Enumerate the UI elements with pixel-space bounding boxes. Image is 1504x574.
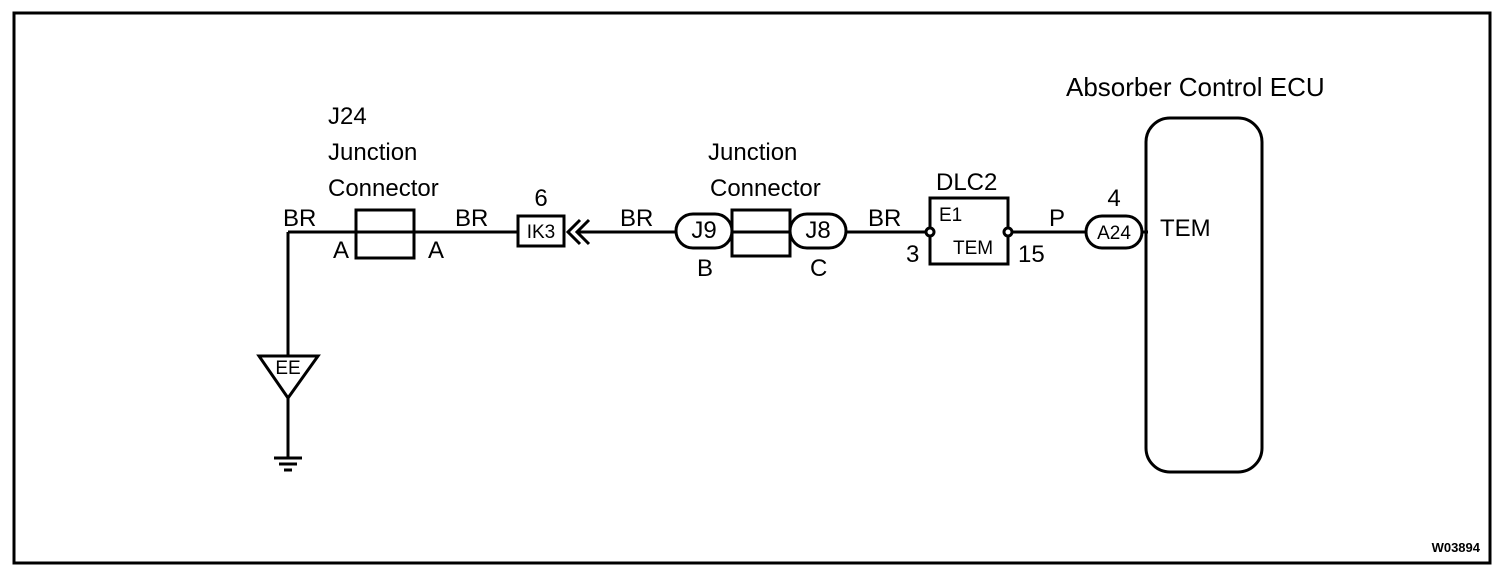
dlc2-pin-right: 15 [1018, 241, 1045, 268]
diagram-frame [12, 11, 1492, 565]
wire-label-p: P [1049, 205, 1065, 232]
wire-label-br-2: BR [455, 205, 488, 232]
ground-point-label: EE [275, 358, 300, 379]
junction-name-line2: Connector [710, 175, 821, 202]
dlc2-term-right: TEM [953, 238, 993, 259]
junction-pin-left: B [697, 255, 713, 282]
ecu-body [1144, 116, 1264, 474]
ik3-connector-arrow-icon [565, 218, 582, 246]
dlc2-terminal-3-circle [924, 226, 936, 238]
j24-name-line1: Junction [328, 139, 417, 166]
dlc2-pin-left: 3 [906, 241, 919, 268]
j24-pin-left: A [333, 237, 349, 264]
wire-label-br-1: BR [283, 205, 316, 232]
ik3-pin: 6 [534, 185, 547, 212]
a24-pin: 4 [1107, 185, 1120, 212]
dlc2-terminal-15-circle [1002, 226, 1014, 238]
ecu-terminal-label: TEM [1160, 215, 1211, 242]
ground-point-triangle [256, 354, 321, 401]
figure-id: W03894 [1432, 540, 1481, 555]
ik3-connector-box [516, 214, 566, 248]
junction-name-line1: Junction [708, 139, 797, 166]
ecu-title: Absorber Control ECU [1066, 72, 1325, 102]
j24-pin-right: A [428, 237, 444, 264]
earth-ground-icon [274, 456, 302, 472]
j24-name-line2: Connector [328, 175, 439, 202]
j24-code: J24 [328, 103, 367, 130]
ik3-code: IK3 [527, 222, 556, 243]
junction-pin-right: C [810, 255, 827, 282]
ik3-connector-arrow-icon-2 [574, 218, 591, 246]
dlc2-title: DLC2 [936, 169, 997, 196]
j24-connector-box [354, 208, 416, 260]
dlc2-term-left: E1 [939, 205, 962, 226]
wire-label-br-3: BR [620, 205, 653, 232]
a24-code: A24 [1097, 223, 1131, 244]
j9-code: J9 [691, 217, 716, 244]
j8-code: J8 [805, 217, 830, 244]
wire-label-br-4: BR [868, 205, 901, 232]
